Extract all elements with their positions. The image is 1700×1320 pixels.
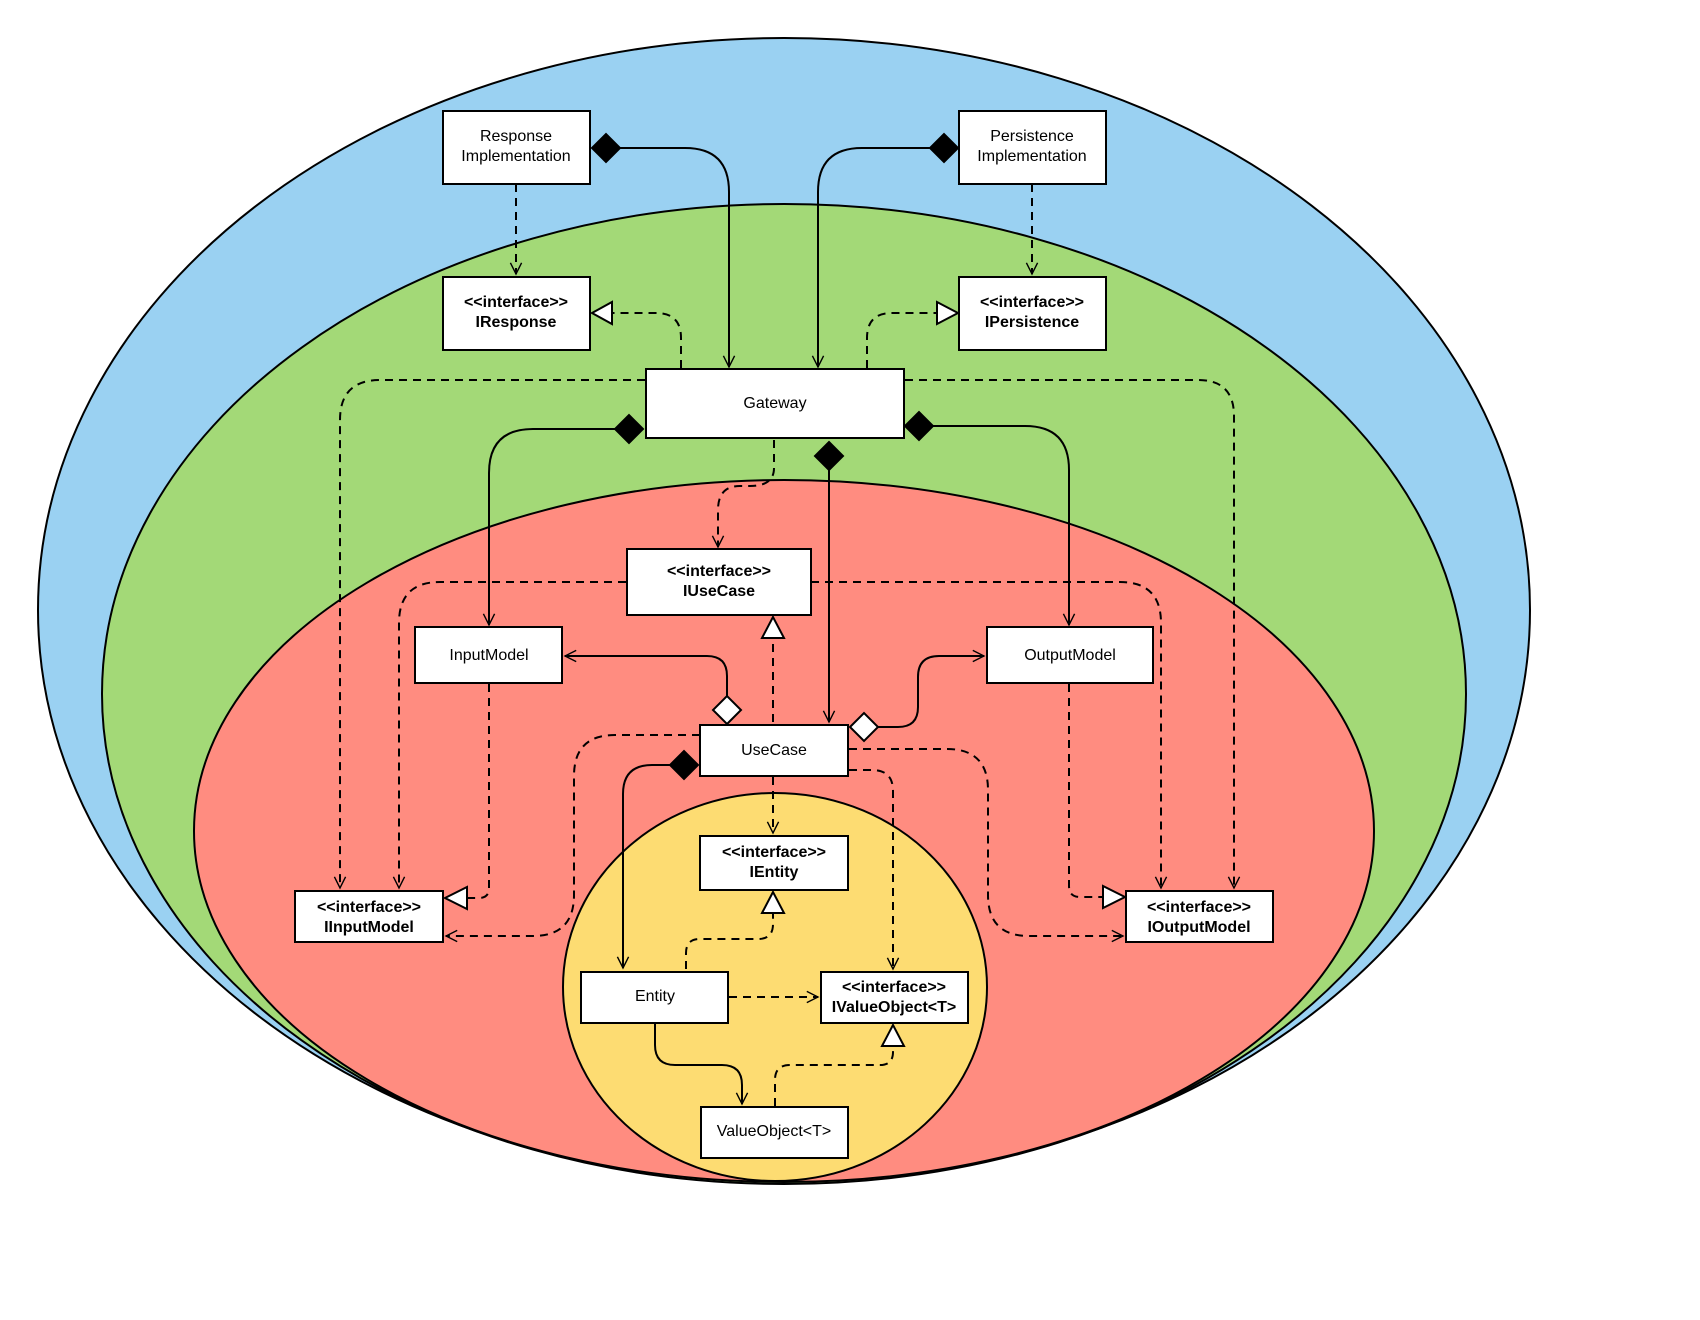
stereotype-label: <<interface>> bbox=[722, 844, 826, 861]
interface-ipersistence[interactable]: <<interface>> IPersistence bbox=[958, 276, 1107, 351]
dependency-gateway-ioutputmodel bbox=[905, 379, 1234, 888]
realization-gateway-ipersistence bbox=[866, 300, 961, 368]
class-persistence-implementation[interactable]: Persistence Implementation bbox=[958, 110, 1107, 185]
composition-usecase-entity bbox=[623, 749, 700, 968]
composition-gateway-responseimpl bbox=[590, 132, 729, 367]
interface-name: IPersistence bbox=[985, 314, 1079, 331]
stereotype-label: <<interface>> bbox=[1147, 899, 1251, 916]
interface-name: IOutputModel bbox=[1147, 919, 1250, 936]
class-name: UseCase bbox=[741, 742, 807, 759]
interface-name: IUseCase bbox=[683, 583, 755, 600]
dependency-usecase-iinputmodel bbox=[446, 734, 700, 936]
interface-ioutputmodel[interactable]: <<interface>> IOutputModel bbox=[1125, 890, 1274, 943]
interface-name: IEntity bbox=[750, 864, 799, 881]
class-name: InputModel bbox=[449, 647, 528, 664]
dependency-gateway-iinputmodel bbox=[340, 379, 645, 888]
class-usecase[interactable]: UseCase bbox=[699, 724, 849, 777]
class-response-implementation[interactable]: Response Implementation bbox=[442, 110, 591, 185]
interface-name: IResponse bbox=[476, 314, 557, 331]
composition-gateway-inputmodel bbox=[489, 413, 645, 625]
stereotype-label: <<interface>> bbox=[842, 979, 946, 996]
composition-gateway-usecase bbox=[813, 440, 845, 722]
dependency-iusecase-iinputmodel bbox=[399, 581, 626, 888]
class-name: Gateway bbox=[743, 395, 806, 412]
stereotype-label: <<interface>> bbox=[464, 294, 568, 311]
class-name-line-2: Implementation bbox=[977, 148, 1086, 165]
realization-entity-ientity bbox=[685, 889, 786, 969]
realization-valueobject-ivalueobject bbox=[774, 1022, 906, 1106]
layer-domain bbox=[562, 792, 988, 1182]
class-entity[interactable]: Entity bbox=[580, 971, 729, 1024]
stereotype-label: <<interface>> bbox=[317, 899, 421, 916]
realization-gateway-iresponse bbox=[589, 300, 682, 368]
stereotype-label: <<interface>> bbox=[980, 294, 1084, 311]
aggregation-usecase-inputmodel bbox=[565, 656, 743, 726]
stereotype-label: <<interface>> bbox=[667, 563, 771, 580]
class-gateway[interactable]: Gateway bbox=[645, 368, 905, 439]
dependency-usecase-ivalueobject bbox=[849, 769, 893, 969]
association-entity-valueobject bbox=[654, 1024, 742, 1104]
interface-iusecase[interactable]: <<interface>> IUseCase bbox=[626, 548, 812, 616]
class-valueobject[interactable]: ValueObject<T> bbox=[700, 1106, 849, 1159]
realization-outputmodel-ioutputmodel bbox=[1068, 684, 1128, 910]
interface-ientity[interactable]: <<interface>> IEntity bbox=[699, 835, 849, 891]
composition-gateway-outputmodel bbox=[903, 410, 1069, 625]
interface-iinputmodel[interactable]: <<interface>> IInputModel bbox=[294, 890, 444, 943]
composition-gateway-persistenceimpl bbox=[818, 132, 960, 367]
class-inputmodel[interactable]: InputModel bbox=[414, 626, 563, 684]
class-name-line-1: Response bbox=[480, 128, 552, 145]
class-name-line-2: Implementation bbox=[461, 148, 570, 165]
dependency-usecase-ioutputmodel bbox=[849, 748, 1123, 936]
dependency-iusecase-ioutputmodel bbox=[811, 581, 1161, 888]
class-outputmodel[interactable]: OutputModel bbox=[986, 626, 1154, 684]
class-name: OutputModel bbox=[1024, 647, 1116, 664]
interface-ivalueobject[interactable]: <<interface>> IValueObject<T> bbox=[820, 971, 969, 1024]
aggregation-usecase-outputmodel bbox=[848, 656, 984, 743]
realization-usecase-iusecase bbox=[760, 614, 786, 722]
interface-name: IInputModel bbox=[324, 919, 414, 936]
interface-name: IValueObject<T> bbox=[832, 999, 957, 1016]
class-name: ValueObject<T> bbox=[717, 1123, 831, 1140]
realization-inputmodel-iinputmodel bbox=[442, 684, 490, 911]
dependency-gateway-iusecase bbox=[718, 440, 775, 547]
class-name: Entity bbox=[635, 988, 675, 1005]
class-name-line-1: Persistence bbox=[990, 128, 1074, 145]
interface-iresponse[interactable]: <<interface>> IResponse bbox=[442, 276, 591, 351]
